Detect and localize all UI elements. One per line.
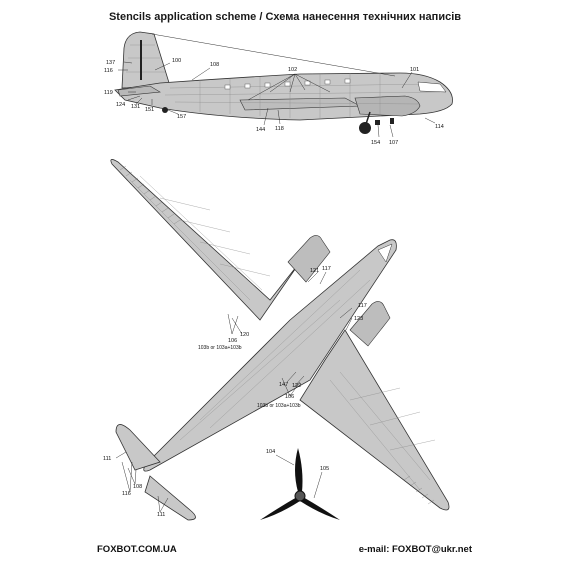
- side-label-137: 137: [106, 60, 115, 66]
- top-label-106b: 106: [285, 394, 294, 400]
- side-view-tail-wheel: [162, 107, 168, 113]
- top-label-103b-b: 103b or 103a+103b: [257, 403, 301, 409]
- top-label-103b-a: 103b or 103a+103b: [198, 345, 242, 351]
- top-view-engine-left: [287, 235, 331, 283]
- side-label-144: 144: [256, 127, 265, 133]
- side-label-154: 154: [371, 140, 380, 146]
- prop-label-105: 105: [320, 466, 329, 472]
- footer-website: FOXBOT.COM.UA: [97, 544, 177, 555]
- top-view-right-wing: [299, 329, 450, 511]
- top-label-111b: 111: [157, 512, 165, 518]
- side-view-engine: [354, 95, 421, 117]
- side-view-antenna-wire: [151, 33, 396, 77]
- prop-label-104: 104: [266, 449, 275, 455]
- side-label-114: 114: [435, 124, 444, 130]
- top-label-117b: 117: [358, 303, 367, 309]
- top-view-leaders: [115, 271, 353, 513]
- propeller-hub: [294, 490, 306, 502]
- propeller-diagram: 104 105: [260, 448, 340, 520]
- top-view-stabilizer-left: [115, 424, 161, 471]
- side-label-102: 102: [288, 67, 297, 73]
- side-label-157: 157: [177, 114, 186, 120]
- side-label-101: 101: [410, 67, 419, 73]
- top-label-116: 116: [122, 491, 131, 497]
- side-view-main-wheel: [359, 122, 371, 134]
- top-label-147: 147: [279, 382, 288, 388]
- side-view-leaders: [118, 61, 436, 138]
- top-view-stabilizer-right: [144, 475, 196, 521]
- top-label-117a: 117: [322, 266, 331, 272]
- top-label-121: 121: [310, 268, 319, 274]
- top-view-cockpit: [377, 243, 393, 263]
- top-view-engine-right: [349, 301, 391, 347]
- side-label-116: 116: [104, 68, 113, 74]
- side-label-107: 107: [389, 140, 398, 146]
- side-view-tail-fin: [121, 31, 171, 89]
- top-view-labels: 121 117 120 106 103b or 103a+103b 117 12…: [103, 266, 367, 518]
- page-title: Stencils application scheme / Схема нане…: [108, 11, 462, 23]
- side-label-100: 100: [172, 58, 181, 64]
- side-view-labels: 137 116 100 108 102 101 119 124 131 151 …: [104, 58, 444, 146]
- side-label-118: 118: [275, 126, 284, 132]
- top-view-left-wing: [110, 159, 301, 321]
- side-label-124: 124: [116, 102, 125, 108]
- top-label-120: 120: [240, 332, 249, 338]
- side-view-cockpit: [417, 81, 447, 93]
- side-label-119: 119: [104, 90, 113, 96]
- side-view-aircraft: [114, 31, 453, 134]
- side-label-151: 151: [145, 107, 154, 113]
- propeller-blade-top: [295, 448, 303, 492]
- footer-email: e-mail: FOXBOT@ukr.net: [358, 544, 472, 555]
- top-view-aircraft: [110, 159, 450, 521]
- side-label-108: 108: [210, 62, 219, 68]
- propeller-blade-right: [300, 497, 340, 520]
- top-label-108: 108: [133, 484, 142, 490]
- top-label-111a: 111: [103, 456, 111, 462]
- top-label-123: 123: [354, 316, 363, 322]
- side-view-tail-marking: [140, 40, 142, 80]
- top-label-106a: 106: [228, 338, 237, 344]
- top-label-122: 122: [292, 383, 301, 389]
- propeller-blade-left: [260, 497, 300, 520]
- side-view-stabilizer: [117, 85, 161, 97]
- side-label-131: 131: [131, 104, 140, 110]
